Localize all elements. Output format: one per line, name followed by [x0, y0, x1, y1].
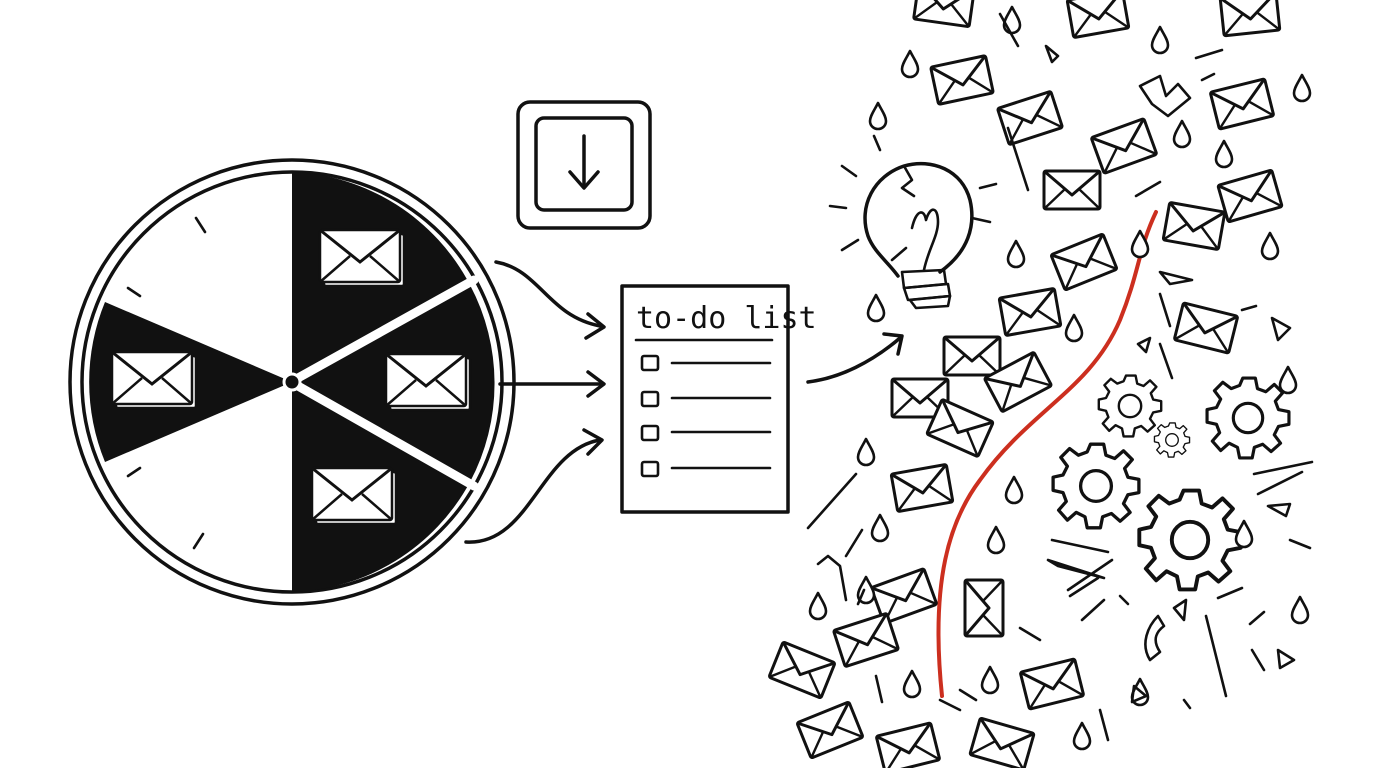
gear-icon — [1137, 488, 1243, 592]
envelope-icon — [1089, 117, 1159, 175]
envelope-icon — [889, 462, 955, 514]
envelope-icon — [384, 352, 472, 412]
gear-fragment — [1144, 614, 1166, 662]
envelope-icon — [995, 89, 1065, 147]
todo-item — [640, 390, 772, 408]
todo-item — [640, 460, 772, 478]
debris — [806, 12, 1314, 742]
envelope-icon — [963, 578, 1005, 638]
envelope-icon — [1018, 657, 1086, 711]
envelope-icon — [1049, 232, 1119, 292]
envelope-icon — [1216, 168, 1284, 224]
envelope-icon — [1161, 200, 1227, 252]
gear-icon — [1153, 422, 1191, 458]
envelope-icon — [310, 466, 398, 526]
envelope-icon — [874, 721, 942, 768]
envelope-icon — [318, 228, 406, 288]
envelope-icon — [968, 716, 1036, 768]
envelope-icon — [1065, 0, 1131, 40]
divider-line — [936, 210, 1158, 698]
todo-item — [640, 424, 772, 442]
download-icon — [516, 100, 652, 230]
envelope-icon — [997, 286, 1063, 338]
envelope-icon — [1218, 0, 1282, 38]
envelope-icon — [925, 397, 995, 459]
gear-icon — [1205, 376, 1291, 460]
todo-item — [640, 354, 772, 372]
envelope-icon — [110, 350, 198, 410]
broken-lightbulb-icon — [828, 134, 998, 310]
envelope-icon — [929, 54, 995, 106]
clock-icon — [68, 158, 516, 606]
envelope-icon — [831, 611, 901, 669]
envelope-icon — [912, 0, 976, 29]
envelope-icon — [942, 335, 1002, 377]
gear-icon — [1097, 374, 1163, 438]
gear-icon — [1051, 442, 1141, 530]
todo-title: to-do list — [636, 301, 817, 336]
todo-card: to-do list — [620, 284, 817, 514]
envelope-icon — [1042, 169, 1102, 211]
envelope-icon — [795, 700, 865, 760]
envelope-icon — [1172, 301, 1240, 355]
flow-arrows — [464, 260, 904, 544]
envelope-icon — [767, 640, 837, 700]
envelope-icon — [1208, 77, 1276, 131]
